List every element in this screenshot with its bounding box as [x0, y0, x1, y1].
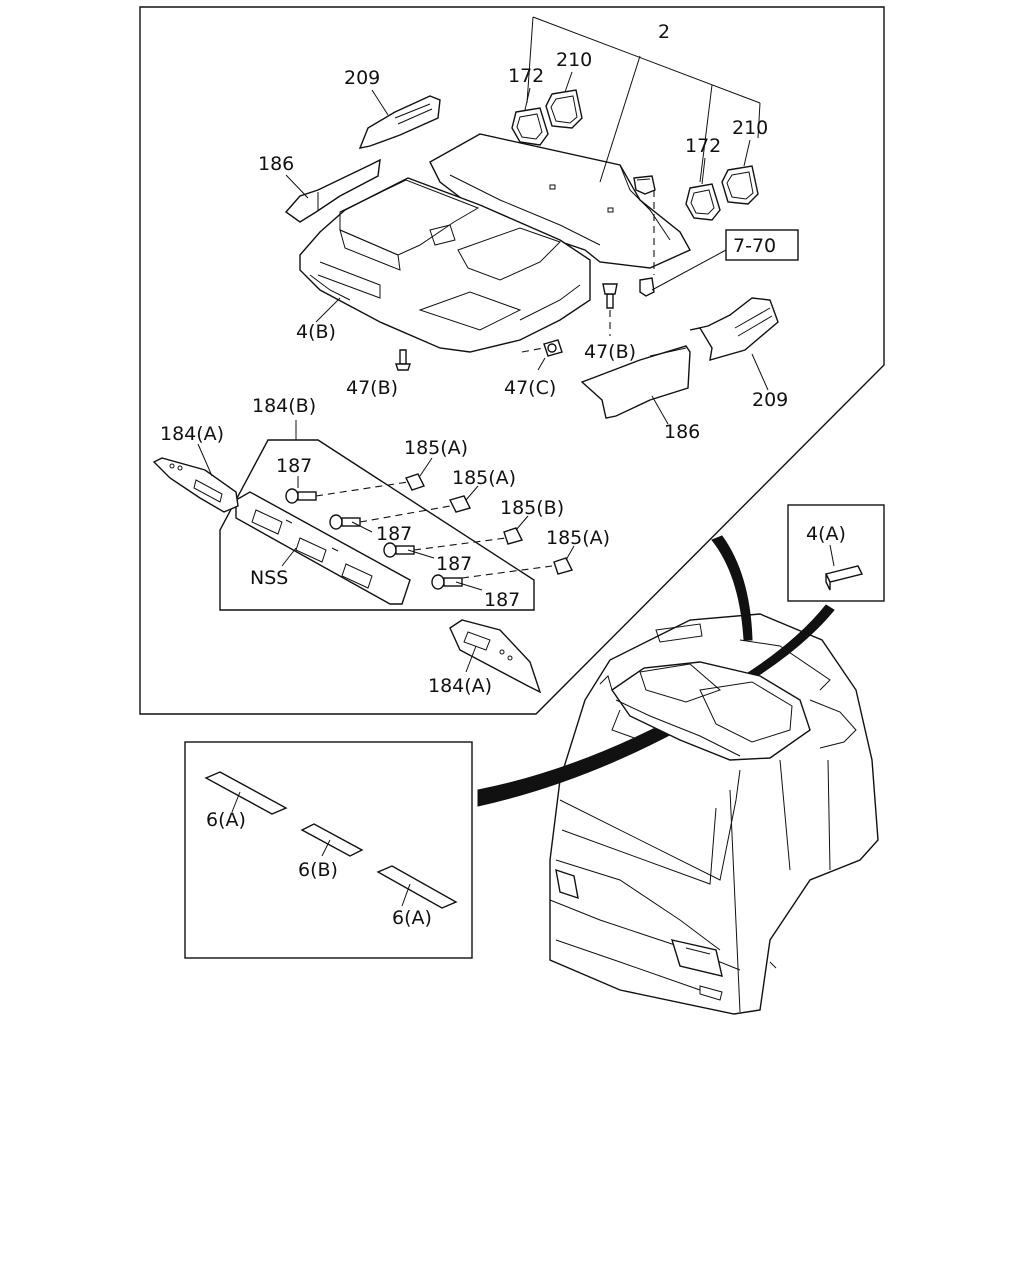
label-186-lower: 186 — [664, 421, 700, 443]
part-209-upper-left — [358, 95, 441, 149]
part-184a-upper — [152, 457, 239, 513]
leader-209a — [371, 89, 389, 116]
leader-185a-1 — [419, 457, 433, 477]
part-184a-lower — [449, 619, 542, 694]
leader-47c-2 — [537, 357, 546, 371]
label-210-right: 210 — [732, 117, 768, 139]
clip-185a-1 — [405, 473, 425, 491]
leader-47c — [521, 347, 545, 353]
part-4a-block — [824, 565, 864, 591]
screw-187-1 — [285, 488, 317, 504]
label-184b: 184(B) — [252, 395, 316, 417]
label-2: 2 — [658, 21, 670, 43]
leader-187-3 — [407, 549, 435, 559]
label-7-70: 7-70 — [733, 235, 776, 257]
ref-box-7-70 — [725, 229, 799, 261]
label-185a-3: 185(A) — [546, 527, 610, 549]
pointer-curve-top — [711, 535, 753, 641]
clip-185a-3 — [553, 557, 574, 575]
label-47c: 47(C) — [504, 377, 556, 399]
part-209-lower-right — [689, 297, 779, 361]
leader-186a — [285, 174, 309, 199]
label-4a: 4(A) — [806, 523, 846, 545]
detail-box-4a — [787, 504, 885, 602]
label-185b: 185(B) — [500, 497, 564, 519]
label-210-left: 210 — [556, 49, 592, 71]
console-tray-4b — [299, 177, 591, 353]
label-47b-upper: 47(B) — [584, 341, 636, 363]
leader-185a-3 — [565, 545, 575, 561]
leader-184a-lower — [465, 645, 477, 673]
label-4b: 4(B) — [296, 321, 336, 343]
screw-47b-center — [395, 349, 411, 371]
label-187-1: 187 — [276, 455, 312, 477]
label-172-left: 172 — [508, 65, 544, 87]
screw-47b-right — [602, 283, 618, 309]
leader-186b — [651, 395, 669, 425]
label-209-lower: 209 — [752, 389, 788, 411]
label-184a-upper: 184(A) — [160, 423, 224, 445]
screw-187-2 — [329, 514, 361, 530]
part-172-grommet-right — [685, 183, 721, 221]
leader-187-2 — [351, 521, 373, 533]
console-panel-184b — [235, 491, 411, 605]
leader-184a-upper — [197, 443, 213, 477]
clip-185a-2 — [448, 495, 472, 513]
leader-209b — [751, 353, 769, 391]
label-184a-lower: 184(A) — [428, 675, 492, 697]
leader-210b — [743, 139, 751, 167]
screw-187-4 — [431, 574, 463, 590]
screw-47c — [543, 339, 563, 357]
part-172-grommet-left — [511, 107, 549, 146]
screw-187-3 — [383, 542, 415, 558]
console-184b-frame — [219, 439, 535, 611]
headliner-panel — [429, 133, 691, 269]
leader-185a-2 — [465, 485, 479, 501]
part-186-lower-right — [580, 345, 691, 419]
label-nss: NSS — [250, 567, 288, 589]
strip-6b — [300, 823, 364, 857]
detail-box-6 — [184, 741, 473, 959]
label-209-upper: 209 — [344, 67, 380, 89]
leader-172b — [701, 157, 706, 185]
leader-185b — [515, 515, 529, 531]
clip-185b — [503, 527, 524, 545]
strip-6a-2 — [376, 865, 458, 909]
truck-cab — [549, 613, 879, 1015]
leader-187-4 — [455, 581, 483, 591]
clip-top — [633, 175, 656, 195]
leader-nss — [281, 547, 297, 567]
label-6b: 6(B) — [298, 859, 338, 881]
leader-210a — [564, 71, 573, 93]
label-6a-1: 6(A) — [206, 809, 246, 831]
part-186-upper-left — [284, 158, 381, 223]
label-185a-1: 185(A) — [404, 437, 468, 459]
part-210-ring-right — [721, 165, 759, 205]
label-187-4: 187 — [484, 589, 520, 611]
leader-172a — [524, 87, 531, 111]
leader-7-70 — [651, 249, 727, 291]
leader-4b — [315, 297, 341, 323]
main-detail-frame — [139, 6, 885, 715]
clip-bottom — [639, 277, 655, 297]
label-187-2: 187 — [376, 523, 412, 545]
label-172-right: 172 — [685, 135, 721, 157]
label-6a-2: 6(A) — [392, 907, 432, 929]
label-47b-lower: 47(B) — [346, 377, 398, 399]
callout-2-bracket — [526, 16, 761, 275]
label-186-upper: 186 — [258, 153, 294, 175]
label-187-3: 187 — [436, 553, 472, 575]
label-185a-2: 185(A) — [452, 467, 516, 489]
part-210-ring-left — [545, 89, 583, 129]
strip-6a-1 — [204, 771, 288, 815]
